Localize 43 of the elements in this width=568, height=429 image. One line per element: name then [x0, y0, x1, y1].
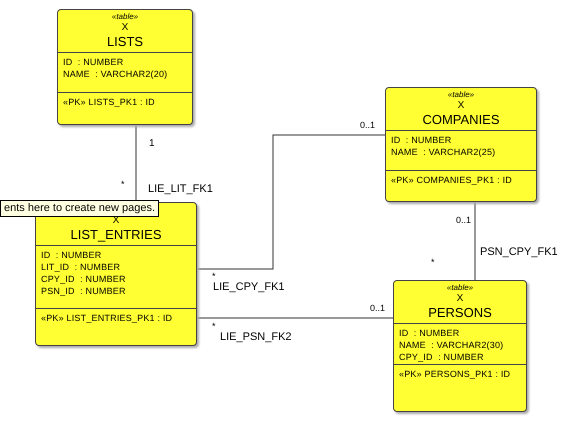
- table-marker: X: [122, 22, 128, 34]
- primary-key-definition: «PK» LISTS_PK1 : ID: [63, 96, 156, 108]
- column-definition: NAME : VARCHAR2(25): [391, 146, 496, 158]
- column-definition: NAME : VARCHAR2(20): [63, 68, 168, 80]
- multiplicity-label: 0..1: [360, 121, 376, 130]
- primary-key-definition: «PK» PERSONS_PK1 : ID: [399, 368, 512, 380]
- table-entity: [393, 280, 527, 412]
- relationship-line: [196, 134, 386, 270]
- multiplicity-label: 1: [149, 139, 155, 149]
- multiplicity-label: *: [431, 258, 435, 267]
- column-definition: CPY_ID : NUMBER: [399, 351, 485, 363]
- column-definition: LIT_ID : NUMBER: [41, 261, 122, 273]
- edge-label: LIE_CPY_FK1: [213, 282, 285, 293]
- primary-key-definition: «PK» LIST_ENTRIES_PK1 : ID: [41, 312, 174, 324]
- column-definition: ID : NUMBER: [41, 249, 102, 261]
- relationship-line: [474, 202, 476, 280]
- edge-label: PSN_CPY_FK1: [480, 247, 558, 258]
- column-definition: ID : NUMBER: [391, 134, 452, 146]
- stereotype-label: «table»: [448, 90, 474, 100]
- column-definition: CPY_ID : NUMBER: [41, 273, 127, 285]
- table-entity: [57, 9, 193, 125]
- column-definition: PSN_ID : NUMBER: [41, 285, 127, 297]
- stereotype-label: «table»: [446, 283, 474, 293]
- tooltip: ents here to create new pages.: [0, 200, 160, 217]
- column-definition: ID : NUMBER: [63, 56, 124, 68]
- primary-key-definition: «PK» COMPANIES_PK1 : ID: [391, 174, 513, 186]
- table-name: LIST_ENTRIES: [70, 227, 162, 243]
- table-marker: X: [456, 293, 464, 305]
- multiplicity-label: *: [212, 322, 216, 331]
- multiplicity-label: *: [212, 272, 216, 281]
- edge-label: LIE_LIT_FK1: [148, 184, 213, 195]
- table-marker: X: [458, 100, 464, 112]
- table-entity: [385, 87, 537, 202]
- edge-label: LIE_PSN_FK2: [220, 332, 292, 343]
- table-name: LISTS: [106, 34, 144, 50]
- stereotype-label: «table»: [112, 12, 138, 22]
- column-definition: NAME : VARCHAR2(30): [399, 339, 504, 351]
- multiplicity-label: 0..1: [370, 304, 386, 313]
- column-definition: ID : NUMBER: [399, 327, 460, 339]
- multiplicity-label: 0..1: [456, 216, 472, 225]
- table-name: COMPANIES: [422, 112, 500, 128]
- table-name: PERSONS: [428, 305, 492, 321]
- multiplicity-label: *: [121, 180, 125, 189]
